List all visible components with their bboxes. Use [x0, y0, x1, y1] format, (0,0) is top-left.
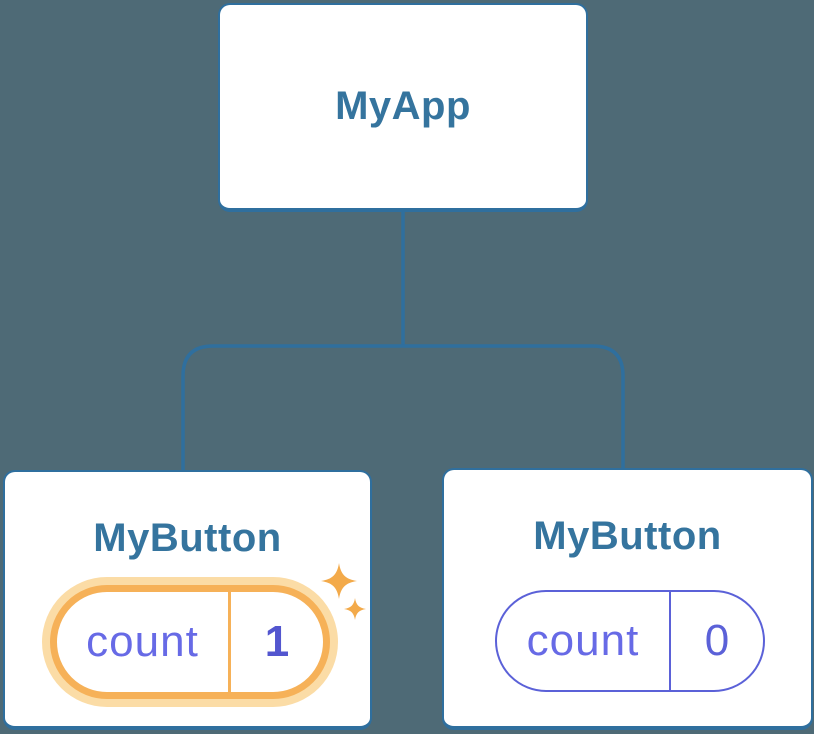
state-key-cell: count	[57, 592, 228, 692]
state-value-label: 0	[704, 616, 730, 665]
child-node-label: MyButton	[93, 516, 282, 560]
child-node-label: MyButton	[533, 514, 722, 558]
sparkle-icon-small	[344, 598, 366, 620]
root-node-myapp: MyApp	[218, 3, 588, 212]
state-value-cell: 1	[231, 592, 323, 692]
sparkle-icon-large	[321, 563, 357, 599]
child-node-mybutton-active: MyButton count 1	[3, 470, 372, 730]
pill-divider	[228, 592, 231, 692]
state-pill-idle: count 0	[495, 590, 765, 692]
state-pill-active: count 1	[50, 585, 330, 699]
state-value-cell: 0	[671, 592, 763, 690]
state-value-label: 1	[264, 617, 290, 666]
state-key-label: count	[526, 616, 640, 665]
child-node-mybutton-idle: MyButton count 0	[442, 468, 813, 730]
pill-divider	[669, 592, 671, 690]
state-key-cell: count	[497, 592, 669, 690]
root-node-label: MyApp	[335, 84, 471, 128]
branch-line	[181, 344, 625, 471]
state-key-label: count	[86, 617, 199, 666]
